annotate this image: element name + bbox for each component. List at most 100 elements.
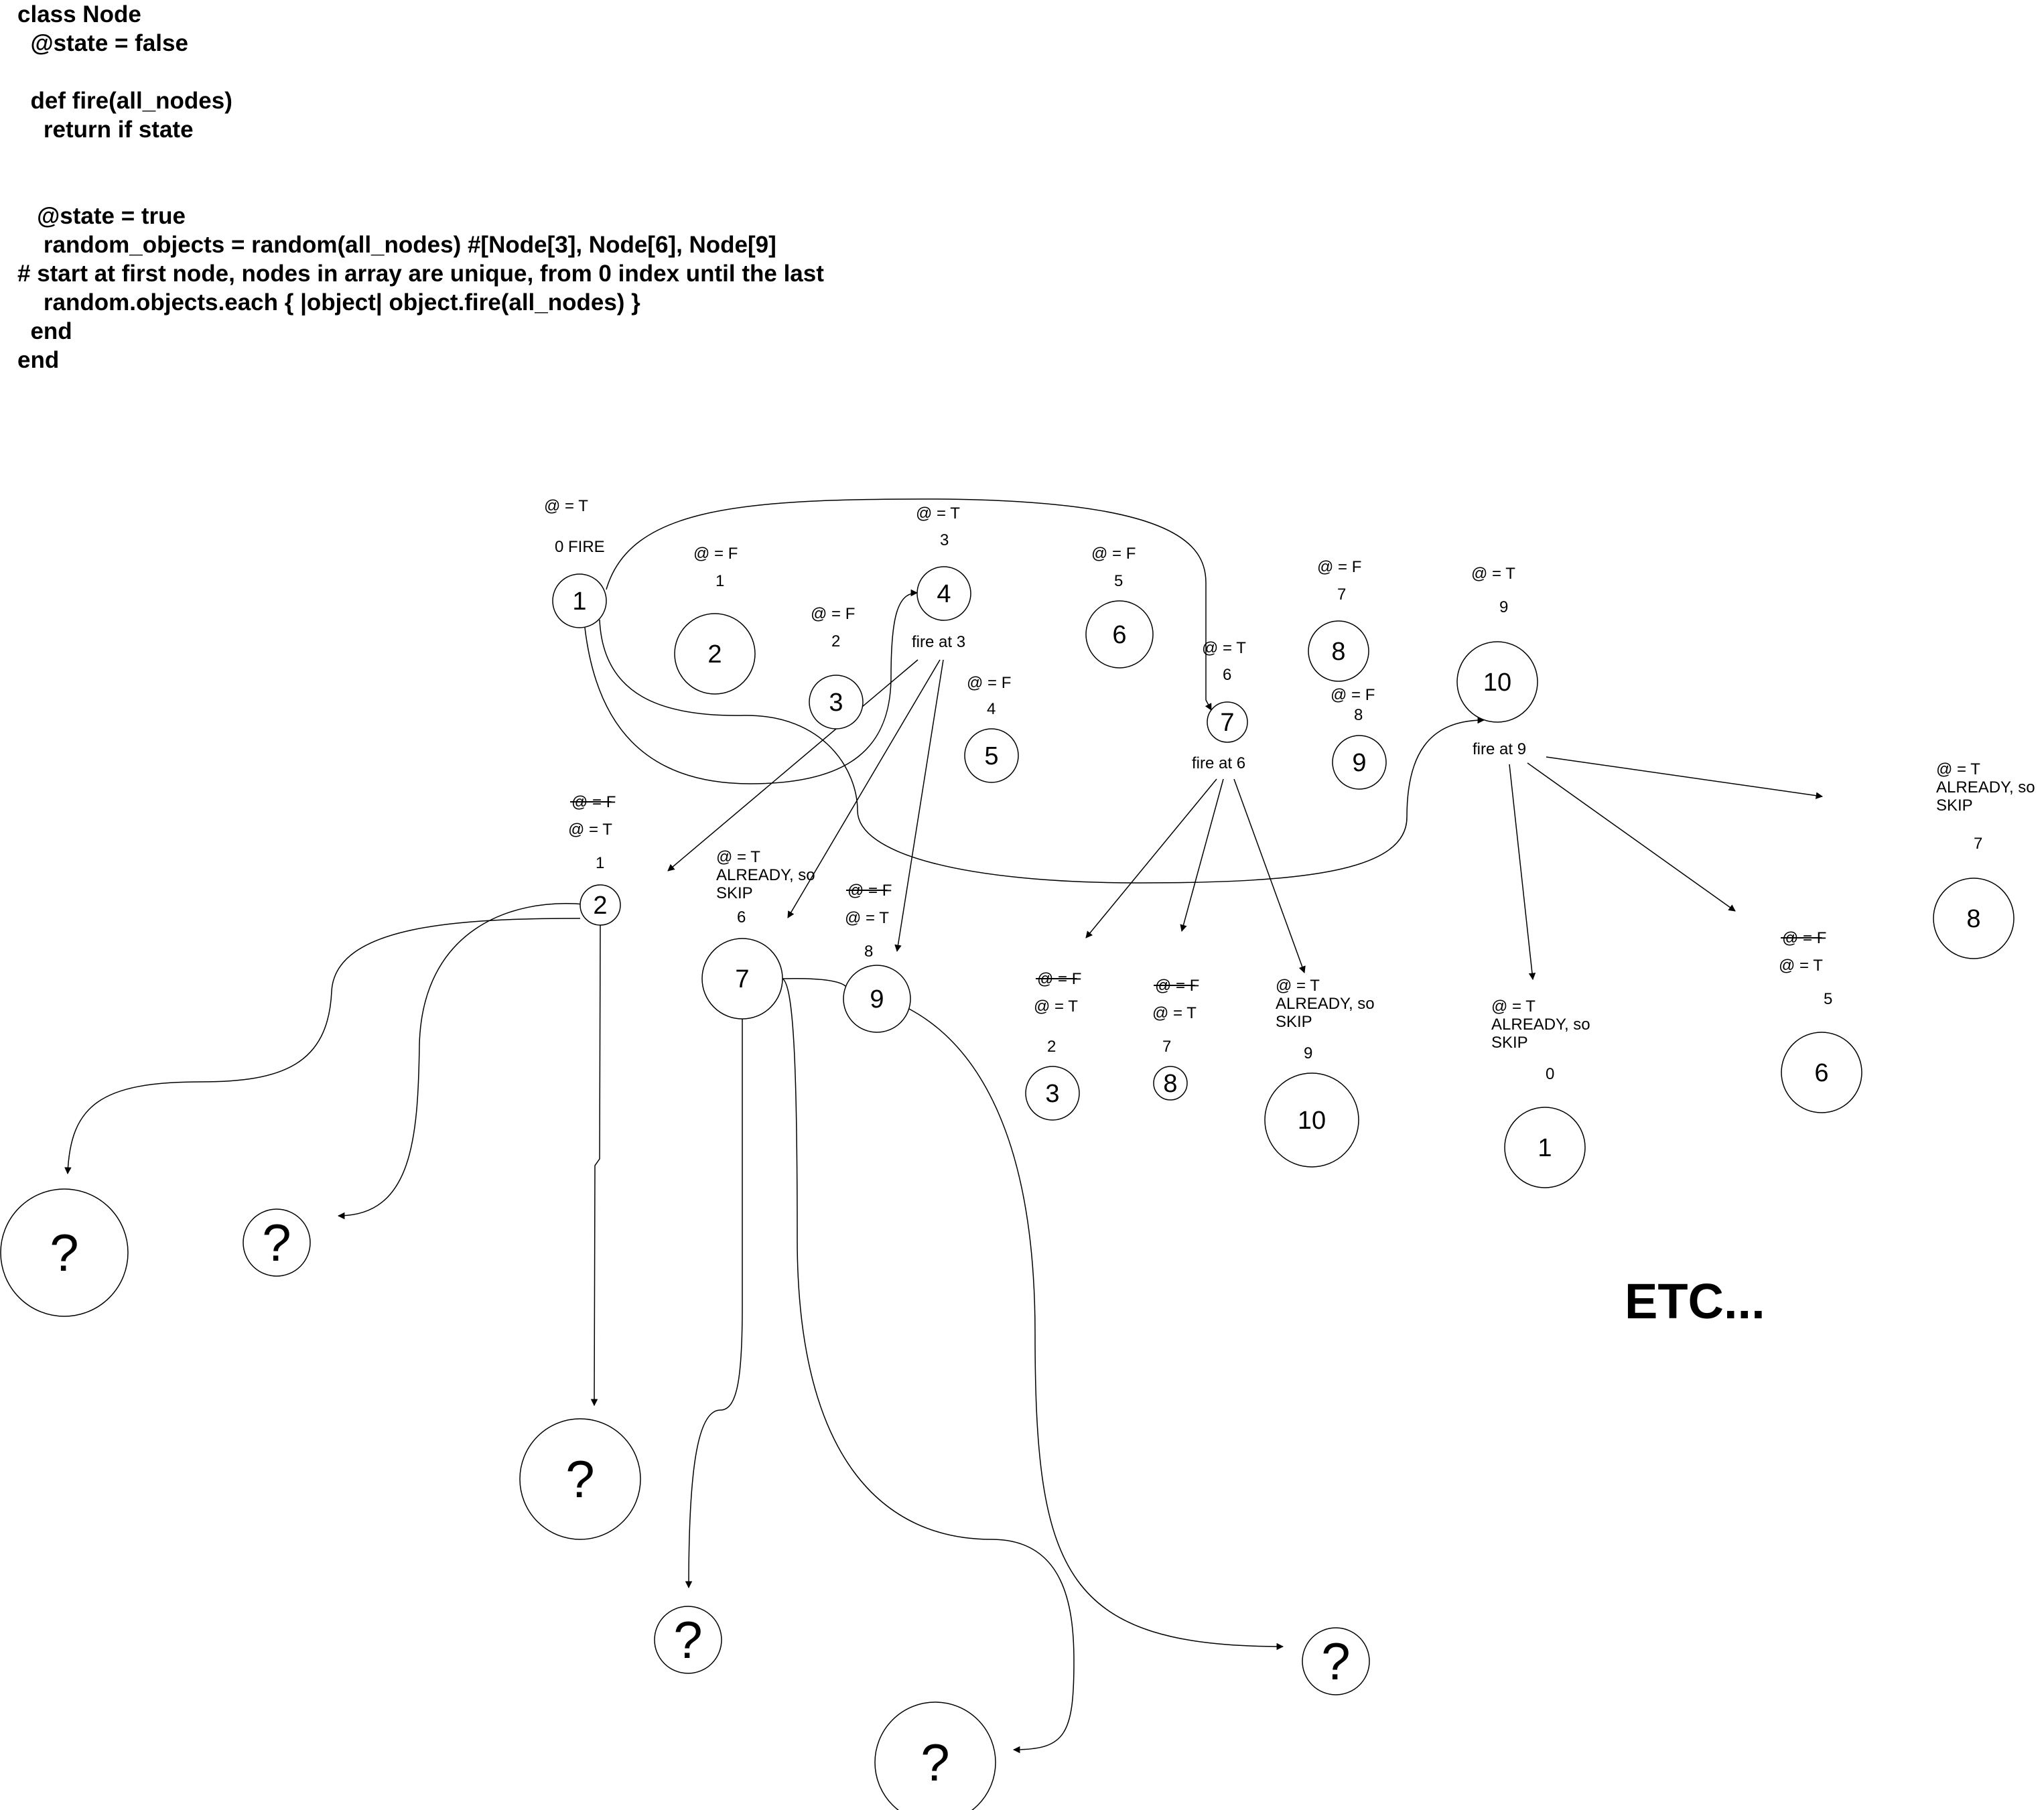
state-label: @ = F xyxy=(693,545,738,563)
state-label: @ = T xyxy=(568,821,612,839)
state-label: 7 xyxy=(1162,1038,1171,1056)
node-circle xyxy=(1504,1107,1586,1188)
edge-7-to-c10 xyxy=(1233,778,1306,973)
node-q1: ? xyxy=(0,1188,129,1317)
edge-c7-to-q5 xyxy=(782,978,1075,1754)
state-label: @ = F xyxy=(967,674,1011,692)
node-circle xyxy=(1025,1066,1080,1121)
node-label: 1 xyxy=(572,587,586,616)
node-label: ? xyxy=(673,1610,702,1669)
node-circle xyxy=(674,613,756,695)
node-c3: 3 xyxy=(1025,1066,1080,1121)
node-label: 8 xyxy=(1163,1070,1177,1098)
state-label: 4 xyxy=(987,700,996,718)
node-n9: 9 xyxy=(1332,735,1387,790)
node-label: 8 xyxy=(1966,905,1980,933)
node-label: 10 xyxy=(1298,1107,1326,1135)
node-c1: 1 xyxy=(1504,1107,1586,1188)
node-q5: ? xyxy=(874,1701,996,1810)
state-label: SKIP xyxy=(1936,796,1973,815)
node-n4: 4 xyxy=(916,566,971,621)
state-label: 2 xyxy=(831,632,840,650)
edge-4-to-c9 xyxy=(894,659,944,953)
node-circle xyxy=(874,1701,996,1810)
state-label: 0 xyxy=(1546,1065,1554,1083)
code-line: def fire(all_nodes) xyxy=(17,88,232,114)
node-circle xyxy=(1456,641,1538,723)
state-label: 1 xyxy=(716,572,724,590)
edge-c2-to-q2 xyxy=(337,903,585,1220)
state-label: @ = T xyxy=(1471,565,1515,583)
state-label: @ = T xyxy=(1152,1004,1197,1022)
state-label: 9 xyxy=(1304,1044,1312,1062)
edge-c9-to-q6 xyxy=(907,1007,1284,1651)
state-label: 8 xyxy=(1354,706,1363,724)
code-line: # start at first node, nodes in array ar… xyxy=(17,261,824,287)
node-label: 9 xyxy=(1352,749,1366,777)
state-label: SKIP xyxy=(1491,1034,1528,1052)
edge-10-to-c1 xyxy=(1509,764,1536,981)
node-label: ? xyxy=(262,1213,291,1272)
node-label: 7 xyxy=(1220,709,1234,737)
node-circle xyxy=(1308,620,1369,682)
edge-c7-to-q4 xyxy=(685,1019,743,1589)
state-label: @ = T xyxy=(1034,997,1078,1016)
node-circle xyxy=(1207,701,1248,743)
node-label: 2 xyxy=(707,640,722,669)
node-q2: ? xyxy=(243,1208,311,1277)
code-snippet: class Node @state = false def fire(all_n… xyxy=(17,0,824,374)
node-n8: 8 xyxy=(1308,620,1369,682)
state-label: 5 xyxy=(1114,572,1123,590)
state-label: 7 xyxy=(1337,585,1346,604)
edge-10-to-c6 xyxy=(1527,762,1736,912)
state-label: 6 xyxy=(737,908,746,926)
edge-c2-to-q1 xyxy=(64,918,581,1175)
node-label: 4 xyxy=(937,580,951,608)
state-label: ALREADY, so xyxy=(1936,778,2035,796)
state-label: @ = F xyxy=(811,605,855,623)
node-n7: 7 xyxy=(1207,701,1248,743)
node-circle xyxy=(580,884,621,926)
node-circle xyxy=(0,1188,129,1317)
node-label: 1 xyxy=(1538,1134,1552,1162)
state-label: fire at 6 xyxy=(1192,754,1245,772)
node-label: 6 xyxy=(1112,621,1126,649)
edge-4-to-c7 xyxy=(787,659,941,918)
node-circle xyxy=(1302,1627,1370,1695)
state-label: 6 xyxy=(1223,666,1231,684)
node-circle xyxy=(654,1606,722,1674)
node-n10: 10 xyxy=(1456,641,1538,723)
edge-1-to-10 xyxy=(599,619,1485,884)
node-n6: 6 xyxy=(1085,600,1154,669)
node-q3: ? xyxy=(519,1418,641,1540)
node-label: 8 xyxy=(1331,638,1345,666)
state-label: @ = T xyxy=(1491,997,1536,1016)
state-label: ALREADY, so xyxy=(1276,995,1375,1013)
node-n1: 1 xyxy=(552,573,607,628)
state-label: 8 xyxy=(864,943,873,961)
edge-c7-to-c9 xyxy=(782,978,846,987)
edge-7-to-c8 xyxy=(1180,778,1224,932)
node-circle xyxy=(916,566,971,621)
state-label: @ = T xyxy=(1936,760,1980,778)
node-circle xyxy=(843,965,911,1033)
state-label: @ = T xyxy=(544,497,588,515)
edge-10-to-c8b xyxy=(1546,756,1824,799)
state-label: @ = T xyxy=(716,848,760,866)
node-label: ? xyxy=(921,1733,949,1792)
code-line: class Node xyxy=(17,1,141,27)
node-n2: 2 xyxy=(674,613,756,695)
edges xyxy=(64,498,1824,1754)
node-label: 5 xyxy=(984,742,998,770)
node-label: ? xyxy=(1321,1632,1350,1691)
node-label: 6 xyxy=(1814,1059,1828,1087)
node-c8: 8 xyxy=(1153,1066,1188,1101)
code-line: random.objects.each { |object| object.fi… xyxy=(17,289,640,316)
state-label: fire at 3 xyxy=(912,633,965,651)
edge-4-to-c2 xyxy=(667,659,918,872)
node-n3: 3 xyxy=(809,675,864,729)
state-label: @ = T xyxy=(1276,977,1320,995)
